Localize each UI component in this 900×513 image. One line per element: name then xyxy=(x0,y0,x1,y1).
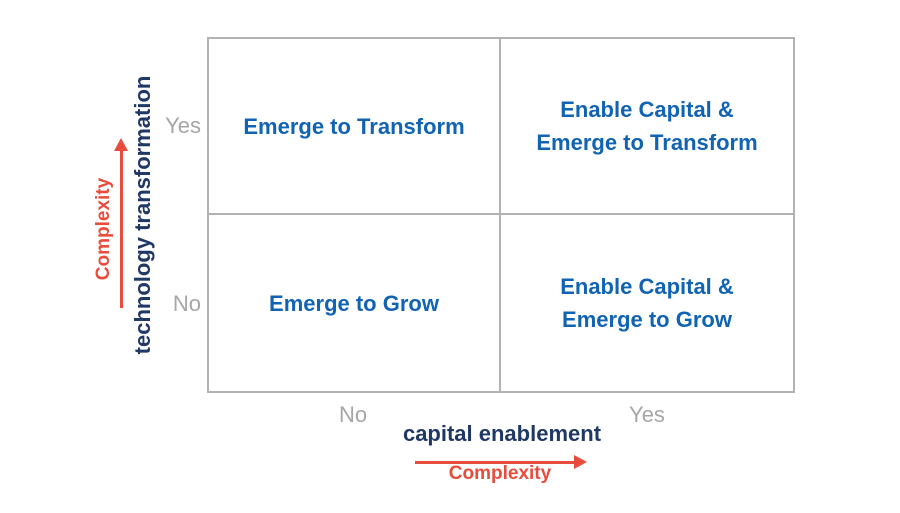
x-tick-no: No xyxy=(338,402,368,427)
quadrant-label-line1: Enable Capital & xyxy=(560,97,734,122)
quadrant-top-left: Emerge to Transform xyxy=(209,39,501,215)
right-arrow-icon xyxy=(415,455,587,469)
y-axis-title: technology transformation xyxy=(130,75,155,355)
quadrant-label-line2: Emerge to Transform xyxy=(536,130,758,155)
quadrant-label: Emerge to Transform xyxy=(243,113,465,139)
y-tick-no: No xyxy=(172,291,201,316)
y-tick-yes: Yes xyxy=(165,113,201,138)
arrow-head xyxy=(114,138,128,151)
quadrant-bottom-left: Emerge to Grow xyxy=(209,215,501,391)
arrow-shaft xyxy=(119,151,123,308)
quadrant-label: Emerge to Grow xyxy=(269,290,439,316)
arrow-head xyxy=(574,455,587,469)
arrow-shaft xyxy=(415,460,574,464)
x-axis-complexity-label: Complexity xyxy=(448,463,552,484)
x-axis-title: capital enablement xyxy=(402,421,602,446)
up-arrow-icon xyxy=(114,138,128,308)
matrix-grid: Emerge to Transform Enable Capital & Eme… xyxy=(207,37,795,393)
quadrant-bottom-right: Enable Capital & Emerge to Grow xyxy=(501,215,793,391)
quadrant-label-line2: Emerge to Grow xyxy=(562,307,732,332)
quadrant-top-right: Enable Capital & Emerge to Transform xyxy=(501,39,793,215)
quadrant-label-line1: Enable Capital & xyxy=(560,274,734,299)
x-tick-yes: Yes xyxy=(629,402,665,427)
y-axis-complexity-label: Complexity xyxy=(93,177,114,281)
